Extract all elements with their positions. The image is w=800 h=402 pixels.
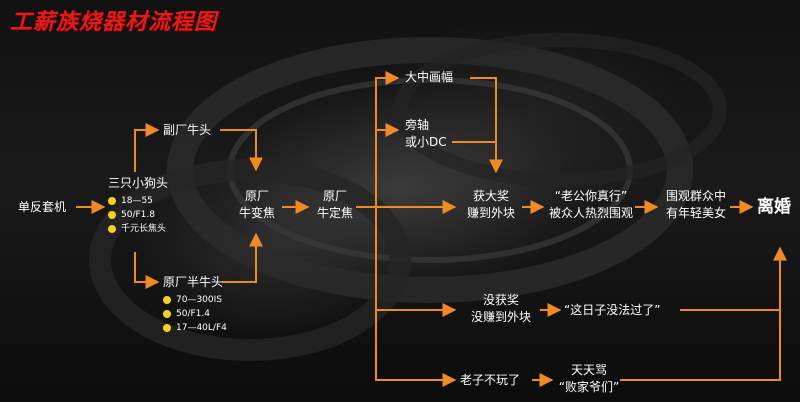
list-item: 70—300IS — [163, 293, 227, 307]
arrow-sub-factory-to-orig-change — [220, 129, 263, 172]
three-dogs-label: 三只小狗头 — [108, 176, 169, 190]
arrow-half-cow-to-orig-change — [222, 232, 263, 283]
node-divorce: 离婚 — [757, 197, 791, 217]
node-three-dogs: 三只小狗头 18—55 50/F1.8 千元长焦头 — [108, 175, 168, 236]
list-item: 千元长焦头 — [108, 222, 168, 236]
arrow-cant-live-to-divorce — [680, 246, 787, 311]
node-wife: “老公你真行” 被众人热烈围观 — [548, 189, 633, 220]
node-crowd: 围观群众中 有年轻美女 — [665, 189, 726, 220]
node-cant-live: “这日子没法过了” — [564, 303, 661, 317]
bullet-icon — [108, 197, 116, 205]
list-item: 17—40L/F4 — [163, 321, 227, 335]
node-orig-fixed: 原厂 牛定焦 — [316, 189, 353, 220]
arrow-orig-fixed-to-medium-large — [375, 71, 400, 207]
node-half-cow: 原厂半牛头 70—300IS 50/F1.4 17—40L/F4 — [163, 274, 227, 335]
arrow-medium-large-to-award — [470, 77, 503, 174]
node-sub-factory: 副厂牛头 — [163, 123, 212, 137]
node-rangefinder: 旁轴 或小DC — [405, 118, 447, 149]
page-title: 工薪族烧器材流程图 — [10, 10, 218, 35]
node-quit: 老子不玩了 — [460, 373, 521, 387]
node-scold: 天天骂 “败家爷们” — [558, 363, 620, 394]
arrow-lines — [76, 71, 787, 387]
bullet-icon — [163, 310, 171, 318]
bullet-icon — [108, 225, 116, 233]
node-award: 获大奖 赚到外块 — [466, 189, 515, 220]
bullet-icon — [163, 324, 171, 332]
arrow-scold-to-divorce — [620, 300, 781, 381]
three-dogs-list: 18—55 50/F1.8 千元长焦头 — [108, 194, 168, 236]
node-start: 单反套机 — [18, 200, 67, 214]
half-cow-label: 原厂半牛头 — [163, 275, 224, 289]
arrow-three-dogs-to-half-cow — [134, 252, 160, 289]
list-item: 50/F1.8 — [108, 208, 168, 222]
bullet-icon — [163, 296, 171, 304]
node-noaward: 没获奖 没赚到外块 — [470, 293, 531, 324]
arrow-three-dogs-to-sub-factory — [134, 123, 160, 172]
list-item: 50/F1.4 — [163, 307, 227, 321]
arrow-orig-fixed-to-quit — [375, 207, 457, 387]
node-orig-change: 原厂 牛变焦 — [238, 189, 275, 220]
list-item: 18—55 — [108, 194, 168, 208]
bullet-icon — [108, 211, 116, 219]
half-cow-list: 70—300IS 50/F1.4 17—40L/F4 — [163, 293, 227, 335]
node-medium-large: 大中画幅 — [405, 70, 454, 84]
